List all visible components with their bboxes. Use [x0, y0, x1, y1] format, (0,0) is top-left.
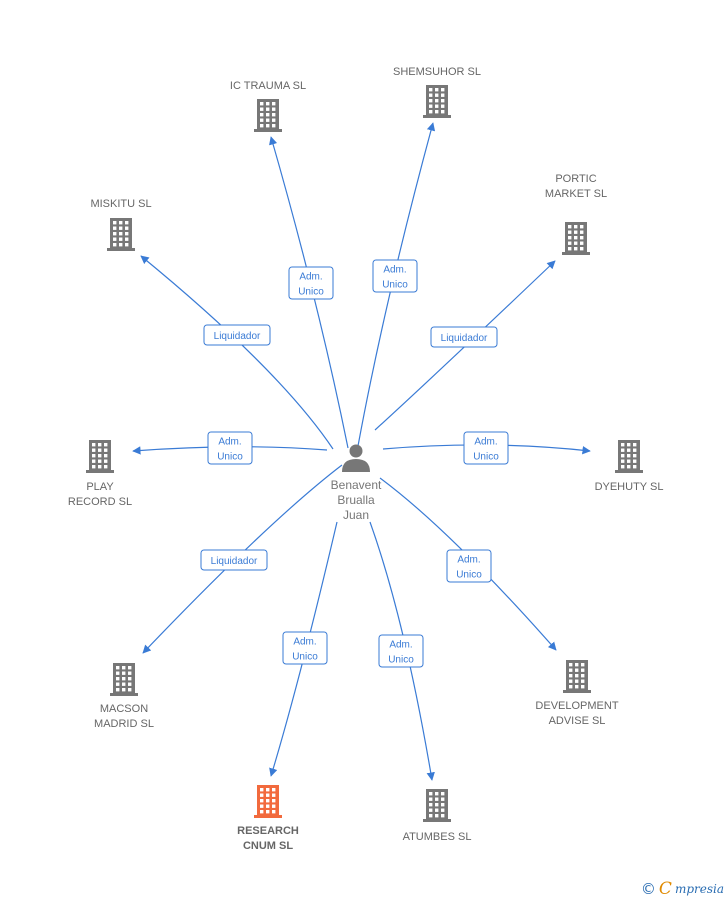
edge-label-shemsuhor[interactable]: Adm. Unico	[372, 259, 418, 293]
company-node-shemsuhor[interactable]: SHEMSUHOR SL	[393, 66, 481, 118]
company-node-ic-trauma[interactable]: IC TRAUMA SL	[230, 80, 306, 132]
edge-line-development-advise	[379, 477, 557, 651]
company-node-miskitu[interactable]: MISKITU SL	[90, 198, 152, 251]
building-icon	[107, 218, 135, 251]
company-label: DEVELOPMENT	[535, 700, 618, 712]
edge-label-text: Adm.	[474, 437, 497, 448]
building-icon	[254, 99, 282, 132]
person-label: Brualla	[337, 493, 375, 507]
brand-name: mpresia	[674, 882, 724, 896]
company-node-research-cnum[interactable]: RESEARCH CNUM SL	[237, 785, 299, 852]
edge-line-macson-madrid	[142, 464, 343, 654]
building-icon	[562, 222, 590, 255]
company-node-macson-madrid[interactable]: MACSON MADRID SL	[94, 663, 154, 730]
edge-label-text: Unico	[382, 280, 408, 291]
edge-label-text: Adm.	[457, 555, 480, 566]
edge-label-text: Liquidador	[441, 333, 488, 344]
edge-label-development-advise[interactable]: Adm. Unico	[446, 549, 492, 583]
edge-label-atumbes[interactable]: Adm. Unico	[378, 634, 424, 668]
edge-label-macson-madrid[interactable]: Liquidador	[200, 549, 268, 571]
edge-label-ic-trauma[interactable]: Adm. Unico	[288, 266, 334, 300]
edge-label-text: Unico	[292, 652, 318, 663]
edge-label-text: Unico	[217, 452, 243, 463]
company-label: RECORD SL	[68, 496, 132, 508]
edge-line-miskitu	[140, 255, 334, 450]
company-label: MISKITU SL	[90, 198, 151, 210]
person-icon	[342, 444, 370, 472]
brand-initial: C	[658, 879, 672, 899]
company-label: SHEMSUHOR SL	[393, 66, 481, 78]
edge-label-text: Adm.	[218, 437, 241, 448]
edge-line-portic-market	[374, 260, 556, 431]
company-label: IC TRAUMA SL	[230, 80, 306, 92]
building-icon	[615, 440, 643, 473]
edge-label-research-cnum[interactable]: Adm. Unico	[282, 631, 328, 665]
edge-label-text: Unico	[298, 287, 324, 298]
building-icon	[254, 785, 282, 818]
edge-label-portic-market[interactable]: Liquidador	[430, 326, 498, 348]
company-label: PLAY	[86, 481, 114, 493]
edge-label-text: Liquidador	[214, 331, 261, 342]
edge-label-text: Adm.	[299, 272, 322, 283]
edge-label-text: Unico	[388, 655, 414, 666]
company-label: ATUMBES SL	[403, 831, 472, 843]
company-label: PORTIC	[555, 173, 596, 185]
edge-label-dyehuty[interactable]: Adm. Unico	[463, 431, 509, 465]
copyright-icon: ©	[640, 880, 656, 898]
company-label: MADRID SL	[94, 718, 154, 730]
edge-label-text: Unico	[456, 570, 482, 581]
company-node-play-record[interactable]: PLAY RECORD SL	[68, 440, 132, 508]
edge-label-text: Liquidador	[211, 556, 258, 567]
company-node-portic-market[interactable]: PORTIC MARKET SL	[545, 173, 607, 255]
edge-label-text: Adm.	[383, 265, 406, 276]
company-label: CNUM SL	[243, 840, 293, 852]
person-label: Benavent	[331, 478, 382, 492]
company-node-atumbes[interactable]: ATUMBES SL	[403, 789, 472, 843]
company-label: MARKET SL	[545, 188, 607, 200]
building-icon	[110, 663, 138, 696]
building-icon	[423, 789, 451, 822]
company-node-dyehuty[interactable]: DYEHUTY SL	[595, 440, 664, 493]
edge-label-play-record[interactable]: Adm. Unico	[207, 431, 253, 465]
edge-label-text: Unico	[473, 452, 499, 463]
company-label: DYEHUTY SL	[595, 481, 664, 493]
company-label: MACSON	[100, 703, 148, 715]
person-label: Juan	[343, 508, 369, 522]
nodes: IC TRAUMA SL SHEMSUHOR SL MISKITU SL PORTIC…	[68, 66, 664, 852]
company-label: RESEARCH	[237, 825, 299, 837]
edge-label-text: Adm.	[389, 640, 412, 651]
edge-label-text: Adm.	[293, 637, 316, 648]
building-icon	[86, 440, 114, 473]
building-icon	[423, 85, 451, 118]
building-icon	[563, 660, 591, 693]
company-label: ADVISE SL	[549, 715, 606, 727]
edge-label-miskitu[interactable]: Liquidador	[203, 324, 271, 346]
company-node-development-advise[interactable]: DEVELOPMENT ADVISE SL	[535, 660, 619, 727]
